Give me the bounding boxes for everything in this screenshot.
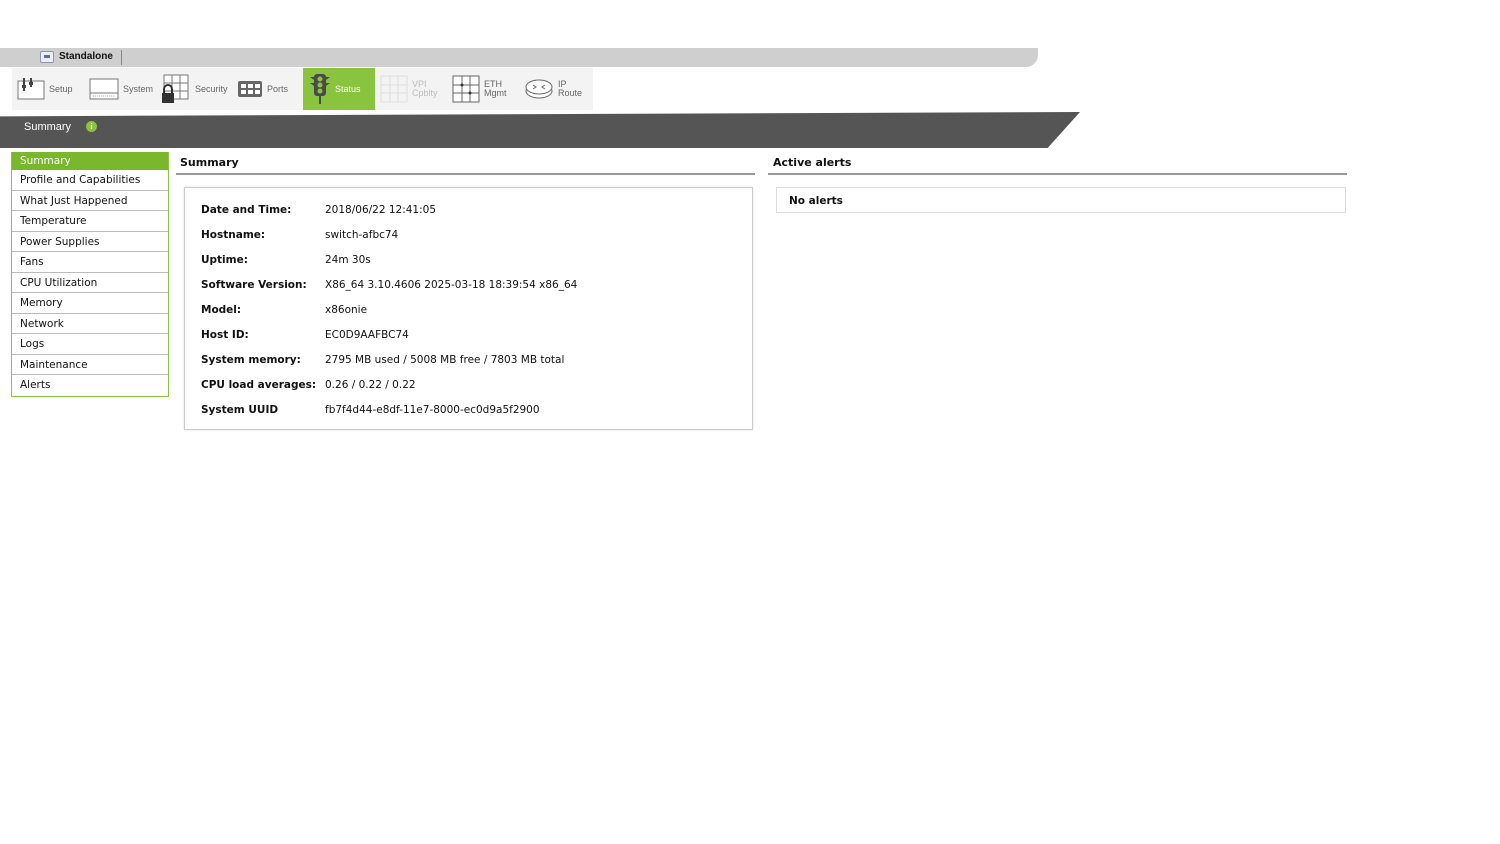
eth-mgmt-icon [452,75,480,103]
info-key: Date and Time: [201,204,292,216]
router-icon [524,78,554,100]
sidebar-item-alerts[interactable]: Alerts [20,379,51,391]
toolbar-ip-label-line2: Route [558,88,583,98]
info-key: CPU load averages: [201,379,317,391]
toolbar-vpi-label-line1: VPI [412,79,427,89]
summary-panel-title: Summary [180,156,239,169]
security-icon [161,73,191,105]
sidebar-item-cpu-utilization[interactable]: CPU Utilization [12,273,168,293]
mode-divider [121,50,122,65]
toolbar-setup[interactable]: Setup [17,68,85,110]
info-value: 0.26 / 0.22 / 0.22 [325,379,416,391]
system-icon [89,77,119,101]
info-key: System UUID [201,404,279,416]
info-key: Uptime: [201,254,248,266]
toolbar-system[interactable]: System [89,68,159,110]
toolbar-eth-label: ETH Mgmt [484,80,507,98]
switch-mode-icon [40,51,54,63]
toolbar-ip-label: IP Route [558,80,582,98]
page-header-bar [0,112,1080,148]
sidebar-item-maintenance[interactable]: Maintenance [12,355,168,375]
toolbar-vpi-label: VPI Cpblty [412,80,438,98]
toolbar-ports-label: Ports [267,83,289,94]
sidebar-item-network[interactable]: Network [12,314,168,334]
toolbar-setup-label: Setup [49,83,73,94]
alerts-panel-title: Active alerts [773,156,852,169]
info-value: 24m 30s [325,254,371,266]
ports-icon [237,79,263,99]
toolbar-security-label: Security [195,83,228,94]
sidebar-item-power-supplies[interactable]: Power Supplies [12,232,168,252]
toolbar-ip-label-line1: IP [558,79,567,89]
setup-icon [17,77,45,101]
summary-panel-divider [176,173,755,175]
alerts-box: No alerts [776,187,1346,213]
info-key: Software Version: [201,279,307,291]
sidebar-item-temperature[interactable]: Temperature [12,211,168,232]
summary-info-box: Date and Time: 2018/06/22 12:41:05 Hostn… [184,187,753,430]
toolbar-vpi-label-line2: Cpblty [412,88,438,98]
toolbar-security[interactable]: Security [161,68,233,110]
info-value: X86_64 3.10.4606 2025-03-18 18:39:54 x86… [325,279,578,291]
toolbar-status[interactable]: Status [303,68,375,110]
mode-bar: Standalone [0,48,1038,67]
side-nav: Summary Profile and Capabilities What Ju… [11,152,169,397]
sidebar-item-logs[interactable]: Logs [12,334,168,355]
info-key: Hostname: [201,229,266,241]
mode-label: Standalone [59,51,113,62]
alerts-panel-divider [768,173,1347,175]
info-value: x86onie [325,304,368,316]
no-alerts-text: No alerts [789,195,843,207]
toolbar-eth-label-line1: ETH [484,79,502,89]
info-value: 2018/06/22 12:41:05 [325,204,437,216]
page-title: Summary [22,121,74,133]
sidebar-item-what-just-happened[interactable]: What Just Happened [12,191,168,211]
info-key: Model: [201,304,242,316]
sidebar-item-profile-and-capabilities[interactable]: Profile and Capabilities [12,170,168,191]
vpi-icon [380,75,408,103]
toolbar-ports[interactable]: Ports [237,68,301,110]
toolbar-eth-mgmt[interactable]: ETH Mgmt [452,68,520,110]
toolbar-status-label: Status [335,83,361,94]
info-value: 2795 MB used / 5008 MB free / 7803 MB to… [325,354,565,366]
toolbar-eth-label-line2: Mgmt [484,88,507,98]
info-key: Host ID: [201,329,249,341]
main-toolbar: Setup System Security Ports Status VPI C… [12,68,593,110]
sidebar-item-memory[interactable]: Memory [12,293,168,314]
sidebar-item-fans[interactable]: Fans [12,252,168,273]
info-icon[interactable]: i [86,121,97,132]
info-value: switch-afbc74 [325,229,399,241]
toolbar-ip-route[interactable]: IP Route [524,68,592,110]
info-value: fb7f4d44-e8df-11e7-8000-ec0d9a5f2900 [325,404,540,416]
traffic-light-icon [309,73,331,105]
toolbar-vpi-cpblty[interactable]: VPI Cpblty [380,68,444,110]
info-value: EC0D9AAFBC74 [325,329,409,341]
sidebar-item-summary[interactable]: Summary [12,152,168,170]
info-key: System memory: [201,354,301,366]
toolbar-system-label: System [123,83,154,94]
